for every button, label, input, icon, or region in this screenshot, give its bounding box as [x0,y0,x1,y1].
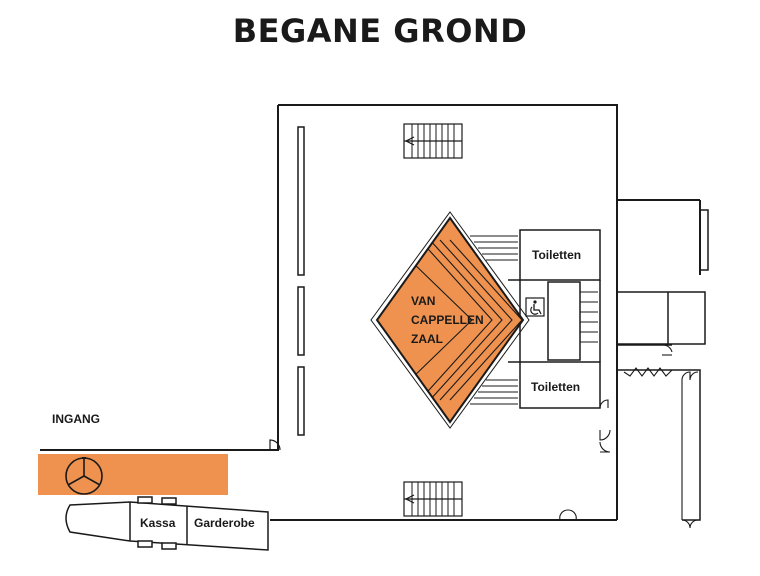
right-doors [559,344,699,529]
stair-arrow-icon [404,136,415,146]
toilets-upper-label: Toiletten [532,248,581,262]
window-strips [297,126,305,436]
stairs-top [403,123,463,159]
toilets-lower-label: Toiletten [531,380,580,394]
reception-block [65,496,269,551]
cashier-label: Kassa [140,516,176,530]
stair-arrow-icon [404,494,415,504]
door-left [269,439,281,451]
wheelchair-icon [525,297,545,317]
hall-label-line-3: ZAAL [411,332,443,346]
stage-steps [470,235,518,405]
entrance-label: INGANG [52,412,100,426]
annex-walls [616,209,709,521]
cloakroom-label: Garderobe [194,516,255,530]
building-walls [40,104,701,521]
hall-label-line-2: CAPPELLEN [411,313,484,327]
revolving-door-icon[interactable] [65,457,103,495]
stairs-bottom [403,481,463,517]
hall-label-line-1: VAN [411,294,435,308]
floor-title: BEGANE GROND [232,12,528,50]
hall-van-cappellen[interactable] [370,211,530,429]
